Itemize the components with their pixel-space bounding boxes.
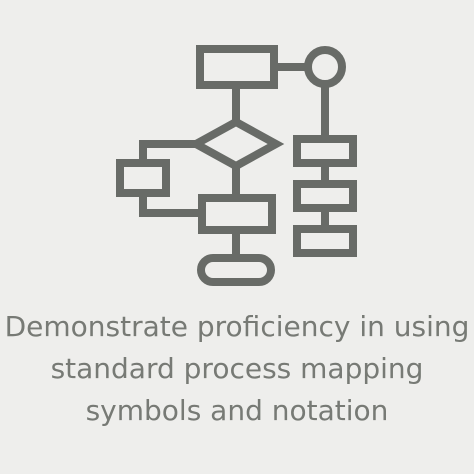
caption-line-2: standard process mapping bbox=[50, 352, 424, 385]
connector-side-box-to-process bbox=[139, 193, 202, 217]
caption: Demonstrate proficiency in using standar… bbox=[0, 306, 474, 432]
process-flowchart-icon bbox=[116, 45, 357, 286]
caption-line-3: symbols and notation bbox=[85, 394, 389, 427]
caption-line-1: Demonstrate proficiency in using bbox=[4, 310, 470, 343]
right-column-box-3 bbox=[293, 225, 357, 257]
side-process-box bbox=[116, 159, 170, 197]
decision-diamond bbox=[187, 117, 285, 171]
right-column-box-1 bbox=[293, 135, 357, 167]
connector-circle bbox=[304, 46, 346, 88]
connector-decision-to-side-box bbox=[139, 140, 196, 163]
terminator-shape bbox=[197, 254, 275, 286]
right-column-box-2 bbox=[293, 180, 357, 212]
middle-process-box bbox=[198, 194, 276, 234]
start-process-box bbox=[196, 45, 278, 89]
